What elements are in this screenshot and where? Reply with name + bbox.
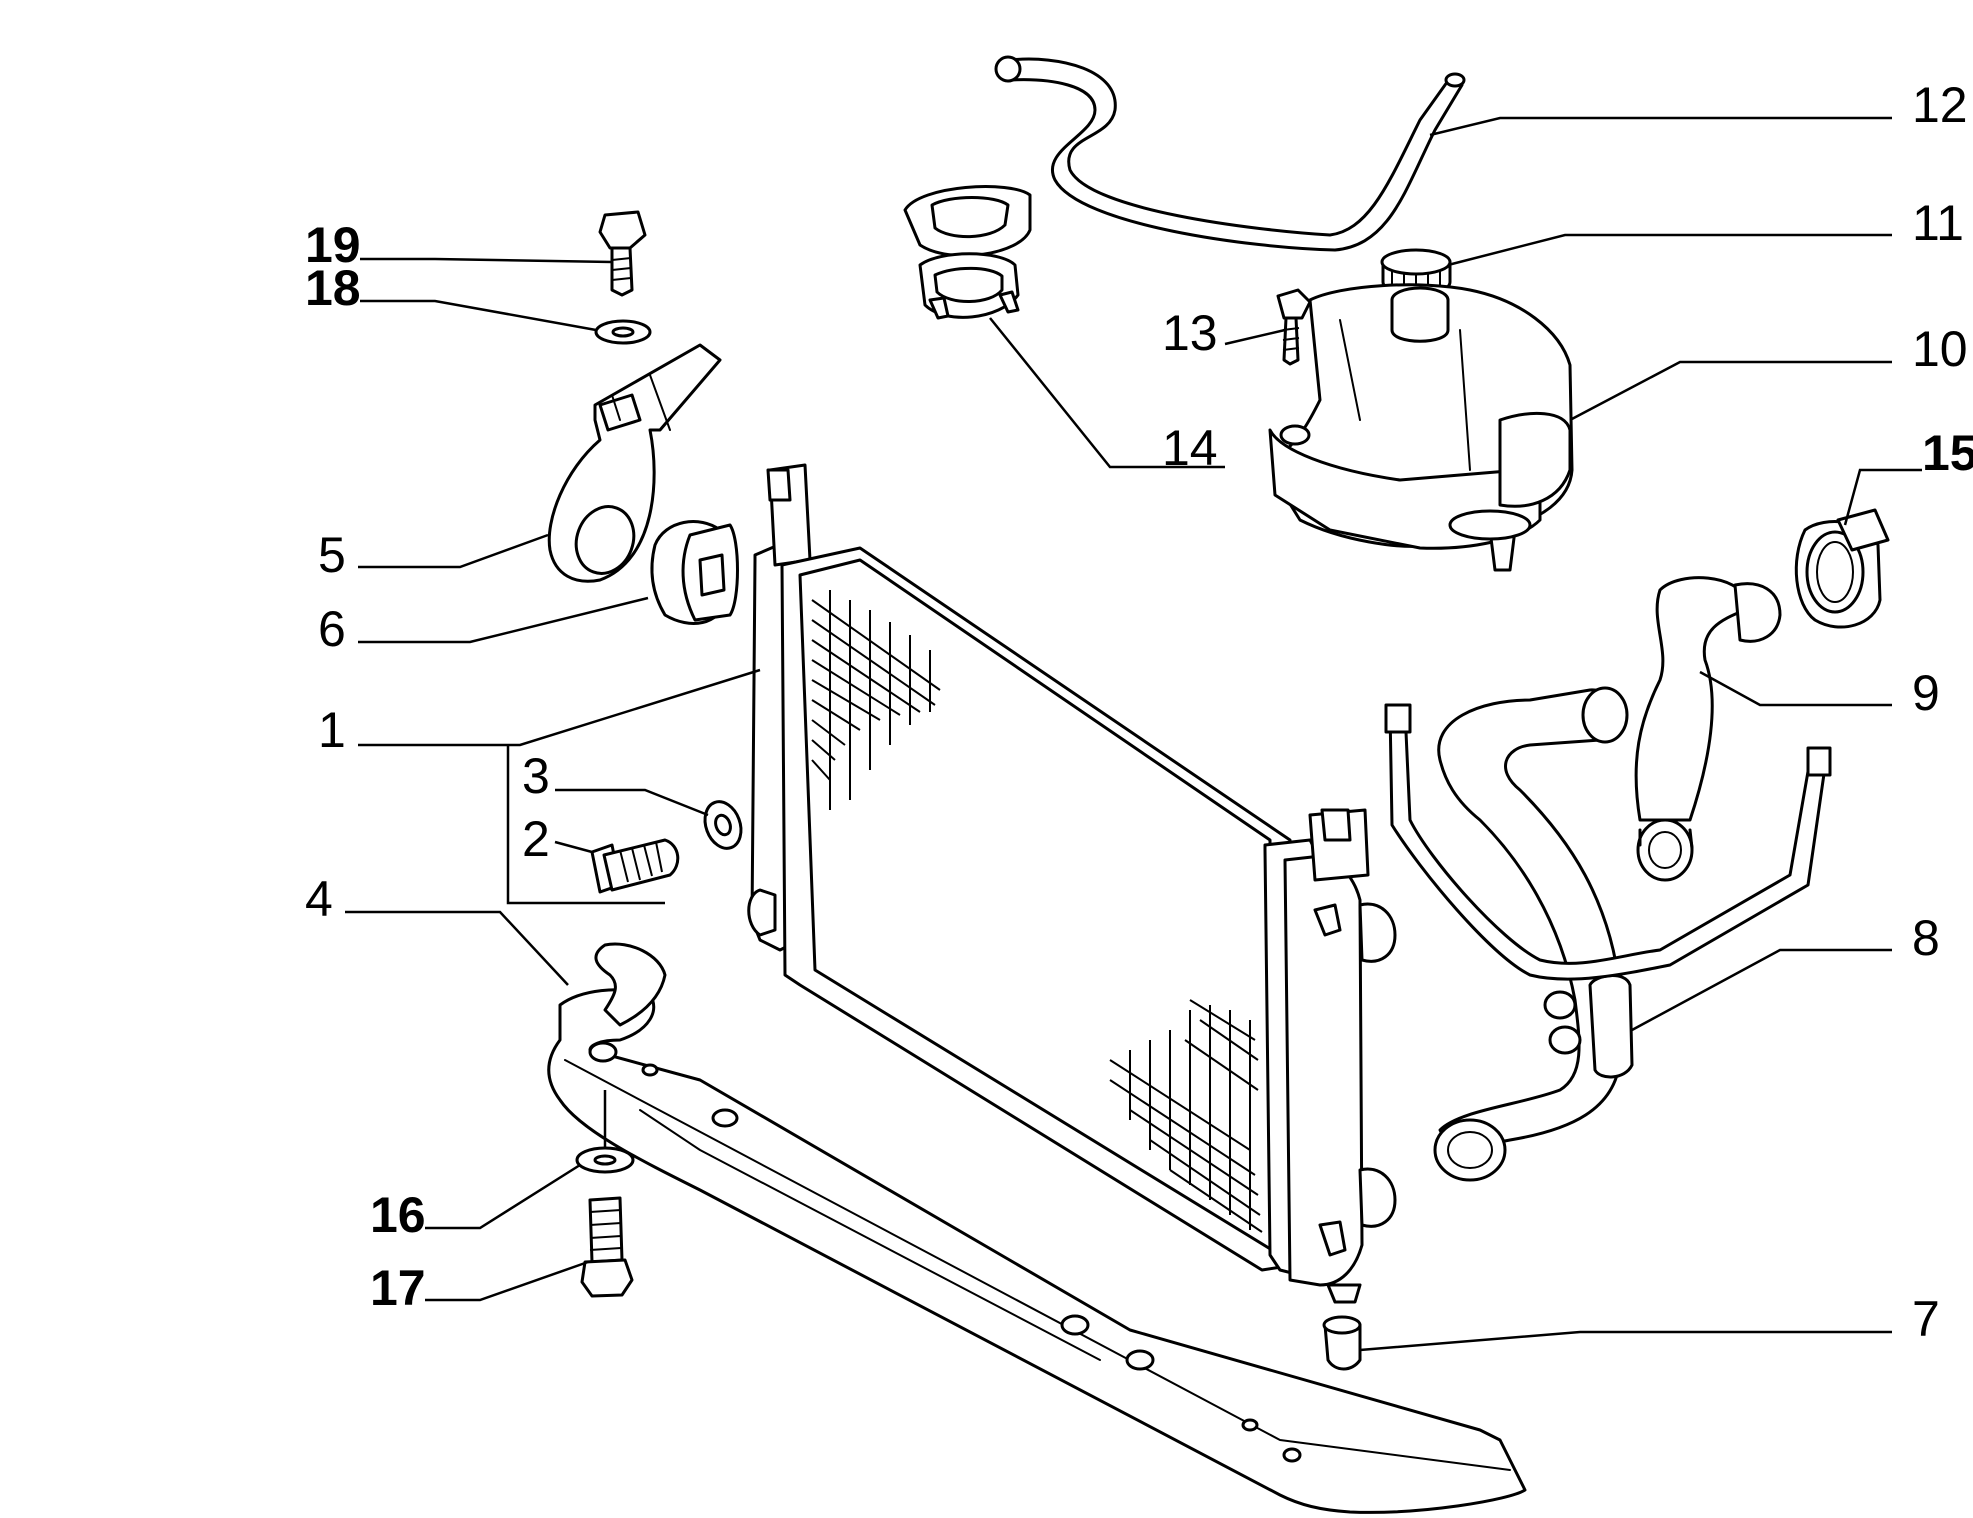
callout-7: 7 (1912, 1291, 1940, 1347)
leader-1 (358, 668, 761, 747)
leader-9 (1699, 670, 1892, 707)
leader-14 (989, 317, 1225, 469)
callout-6: 6 (318, 601, 346, 657)
bracket-part-5 (547, 343, 722, 583)
leader-lines (345, 116, 1922, 1352)
rubber-mount-part-6 (650, 520, 739, 625)
callout-17: 17 (370, 1260, 426, 1316)
callout-19: 19 (305, 217, 361, 273)
leader-5 (358, 533, 549, 569)
bolt-part-17 (580, 1196, 634, 1298)
leader-8 (1631, 948, 1892, 1032)
washer-part-18 (594, 319, 652, 345)
leader-4 (345, 910, 569, 986)
callout-8: 8 (1912, 910, 1940, 966)
hose-part-8 (1384, 686, 1832, 1182)
leader-15 (1843, 468, 1922, 526)
radiator-part-1 (747, 463, 1397, 1304)
callout-12: 12 (1912, 77, 1968, 133)
callout-3: 3 (522, 748, 550, 804)
callout-15: 15 (1922, 425, 1973, 481)
leader-16 (425, 1163, 581, 1230)
washer-part-16 (575, 1146, 635, 1174)
leader-13 (1224, 328, 1286, 346)
leader-6 (358, 596, 649, 644)
callout-18: 18 (305, 260, 361, 316)
leader-3 (555, 788, 709, 817)
callout-labels: 12 11 10 15 9 8 7 13 14 19 18 5 6 1 3 2 … (305, 77, 1973, 1347)
hose-part-9 (1634, 576, 1782, 882)
callout-5: 5 (318, 527, 346, 583)
leader-17 (425, 1260, 589, 1302)
callout-9: 9 (1912, 665, 1940, 721)
leader-1-bracket (506, 745, 665, 905)
leader-12 (1429, 116, 1892, 137)
crossmember-part-4 (547, 942, 1527, 1514)
tank-bolt-part-13 (1276, 288, 1312, 366)
plug-part-7 (1322, 1315, 1362, 1371)
callout-16: 16 (370, 1187, 426, 1243)
leader-11 (1447, 233, 1892, 267)
callout-2: 2 (522, 811, 550, 867)
leader-19 (360, 257, 613, 264)
callout-14: 14 (1162, 420, 1218, 476)
hose-clip-part-14 (903, 185, 1032, 320)
leader-18 (360, 299, 597, 332)
hose-clamp-part-15 (1794, 508, 1890, 629)
leader-10 (1569, 360, 1892, 422)
callout-4: 4 (305, 871, 333, 927)
leader-7 (1359, 1330, 1892, 1352)
callout-10: 10 (1912, 321, 1968, 377)
callout-1: 1 (318, 702, 346, 758)
upper-hose-part-12 (994, 55, 1466, 252)
leader-2 (554, 840, 593, 854)
expansion-tank-part-10 (1268, 283, 1574, 572)
bolt-part-19 (598, 210, 647, 297)
washer-part-3 (703, 800, 743, 850)
callout-11: 11 (1912, 195, 1964, 251)
drain-plug-part-2 (590, 838, 680, 894)
callout-13: 13 (1162, 305, 1218, 361)
